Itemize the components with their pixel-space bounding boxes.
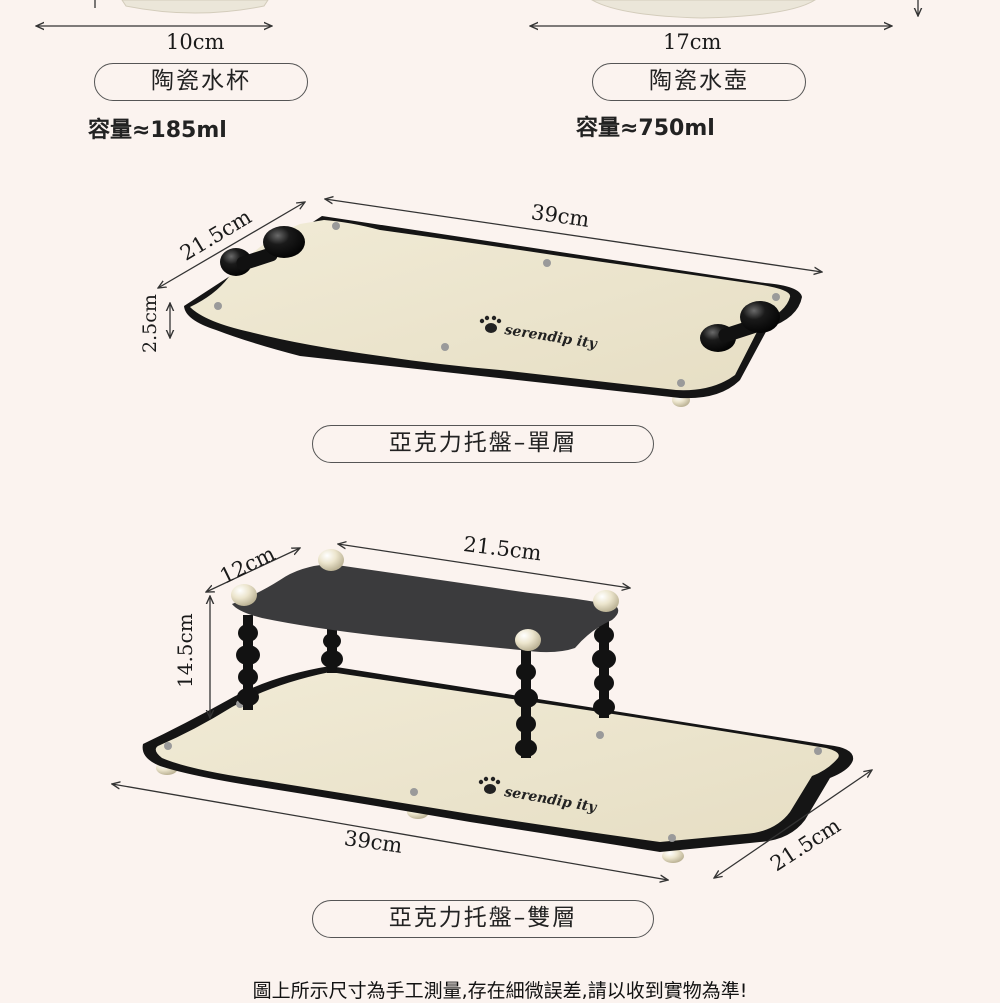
- cup-image: [121, 0, 269, 14]
- single-tray-name-badge: 亞克力托盤–單層: [312, 425, 654, 463]
- double-tray-height-label: 14.5cm: [173, 613, 197, 688]
- paw-logo-icon: [479, 315, 502, 333]
- double-tray-name-badge: 亞克力托盤–雙層: [312, 900, 654, 938]
- kettle-width-label: 17cm: [663, 30, 722, 54]
- kettle-name-badge: 陶瓷水壺: [592, 63, 806, 101]
- kettle-image: [590, 0, 816, 19]
- cup-width-label: 10cm: [166, 30, 225, 54]
- single-tray-image: [184, 216, 802, 407]
- single-tray-height-label: 2.5cm: [139, 294, 161, 353]
- double-tray-image: [142, 549, 854, 863]
- kettle-capacity: 容量≈750ml: [576, 116, 715, 141]
- cup-capacity: 容量≈185ml: [88, 118, 227, 143]
- footer-note: 圖上所示尺寸為手工測量,存在細微誤差,請以收到實物為準!: [252, 980, 748, 1002]
- cup-name-badge: 陶瓷水杯: [94, 63, 308, 101]
